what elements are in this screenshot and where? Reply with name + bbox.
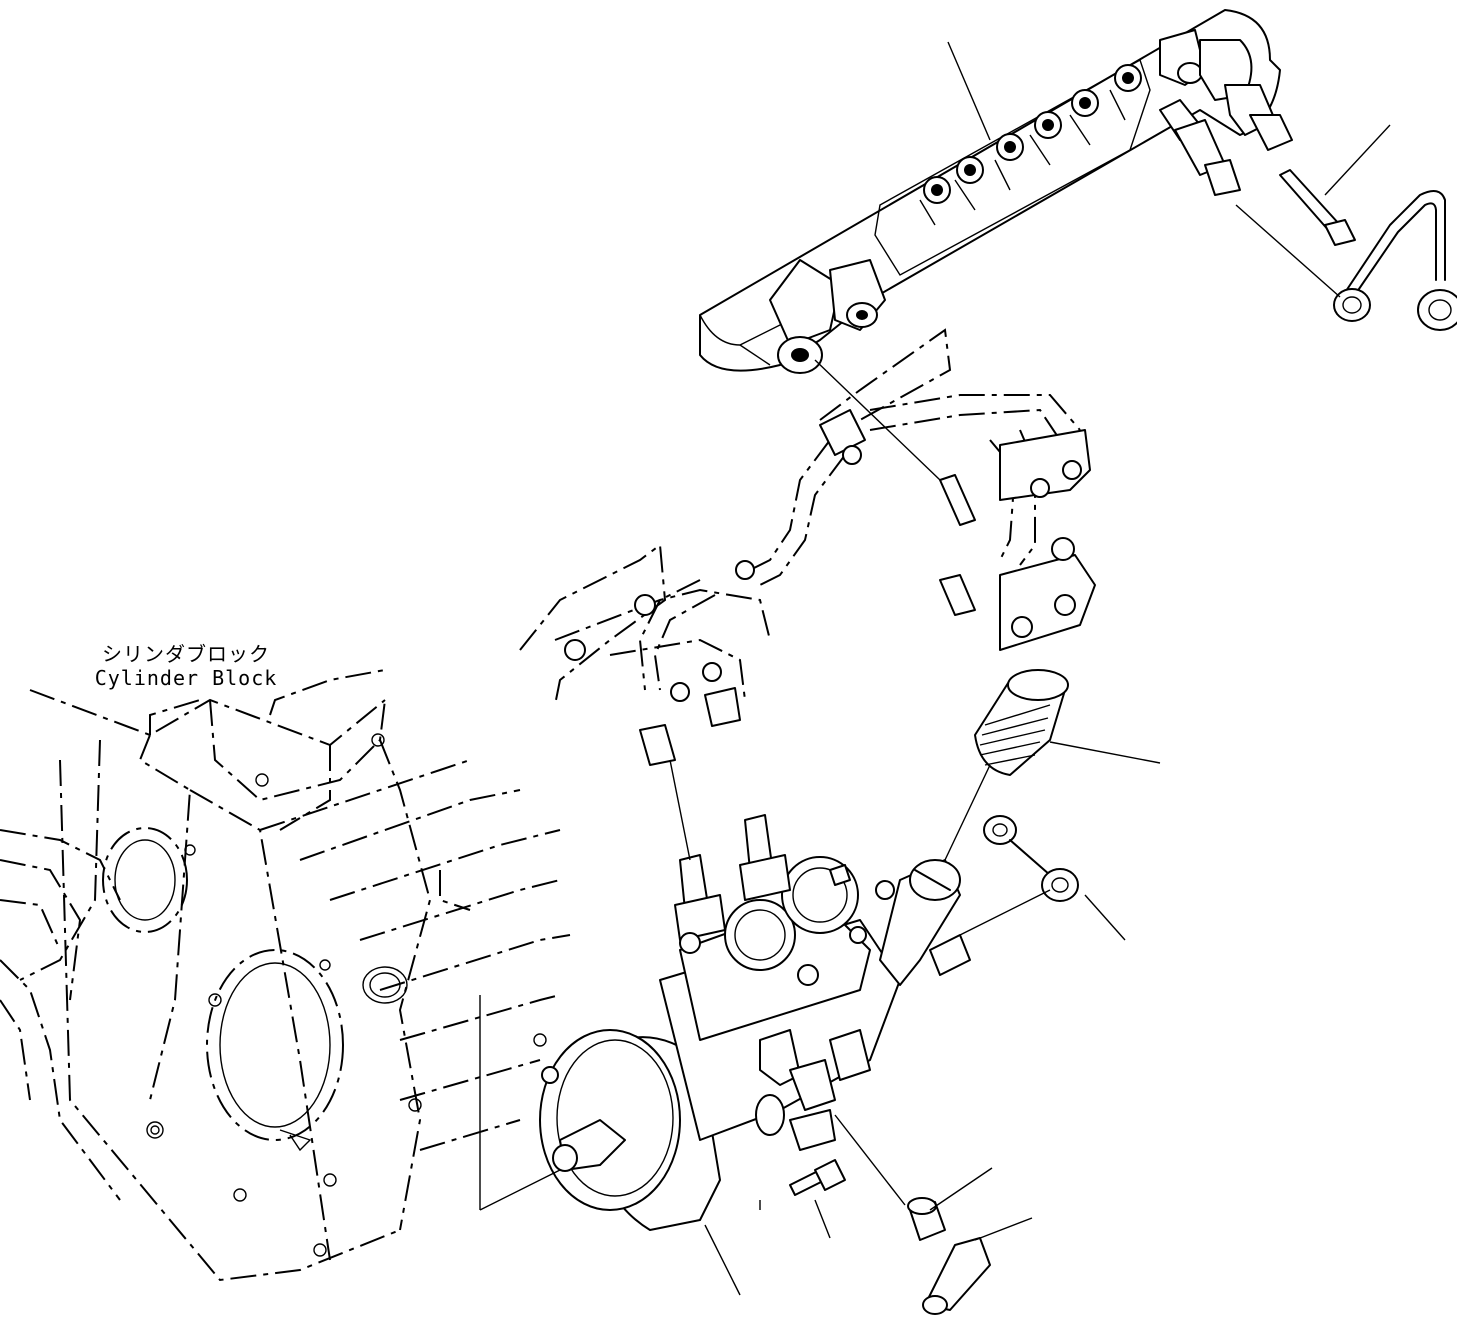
bellows-cap bbox=[974, 669, 1069, 776]
injection-pipes bbox=[638, 328, 1096, 691]
rail-ports bbox=[919, 64, 1142, 226]
pump-bolt bbox=[789, 1159, 846, 1196]
rail-bolt bbox=[1279, 169, 1356, 246]
banjo-fittings bbox=[983, 815, 1079, 902]
gear-nut bbox=[907, 1197, 946, 1241]
supply-pump bbox=[539, 814, 971, 1231]
return-pipe bbox=[1333, 190, 1457, 331]
cylinder-block-label-jp: シリンダブロック bbox=[102, 642, 270, 666]
cylinder-block-label-en: Cylinder Block bbox=[94, 666, 278, 690]
leader-lines bbox=[479, 41, 1391, 1296]
common-rail bbox=[699, 9, 1293, 374]
cylinder-block bbox=[0, 669, 571, 1282]
pipe-brackets bbox=[519, 543, 771, 766]
drive-sleeve bbox=[922, 1237, 991, 1315]
